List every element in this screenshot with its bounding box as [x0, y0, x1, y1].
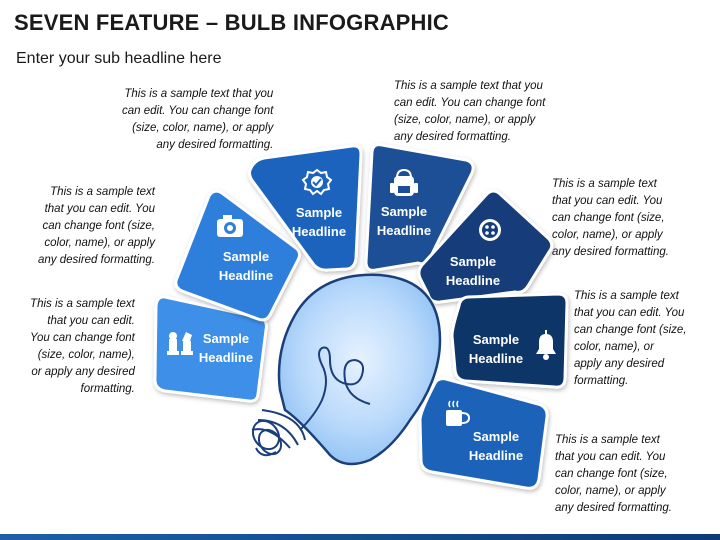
- footer-bar: [0, 534, 720, 540]
- camera-icon: [217, 215, 243, 237]
- button-icon: [479, 219, 501, 241]
- backpack-icon: [390, 168, 418, 196]
- segment-5-shape: [417, 189, 554, 304]
- chess-pieces-icon: [167, 332, 193, 355]
- bulb-glass: [277, 273, 442, 466]
- segment-6: Sample Headline: [450, 292, 569, 389]
- hot-cup-icon: [446, 400, 471, 426]
- bulb-filament: [299, 346, 371, 431]
- segment-1: Sample Headline: [153, 295, 268, 403]
- segment-4-headline-line1: Sample: [381, 204, 427, 219]
- segment-3-headline-line1: Sample: [296, 205, 342, 220]
- page-subtitle: Enter your sub headline here: [16, 50, 222, 67]
- segment-3-shape: [248, 144, 363, 272]
- segment-5-headline-line2: Headline: [446, 273, 500, 288]
- segment-2: Sample Headline: [174, 189, 302, 322]
- segment-7-headline-line2: Headline: [469, 448, 523, 463]
- segment-2-headline-line1: Sample: [223, 249, 269, 264]
- segment-3-headline-line2: Headline: [292, 224, 346, 239]
- badge-check-icon: [301, 168, 333, 196]
- segment-2-headline-line2: Headline: [219, 268, 273, 283]
- segment-5: Sample Headline: [417, 189, 554, 304]
- segment-7-headline-line1: Sample: [473, 429, 519, 444]
- segment-5-headline-line1: Sample: [450, 254, 496, 269]
- page-title: SEVEN FEATURE – BULB INFOGRAPHIC: [14, 10, 450, 35]
- segment-3: Sample Headline: [248, 144, 363, 272]
- segment-7-shape: [418, 377, 549, 490]
- segment-1-shape: [153, 295, 268, 403]
- segment-6-shape: [450, 292, 569, 389]
- light-bulb: [251, 273, 442, 466]
- segment-7: Sample Headline: [418, 377, 549, 490]
- segment-2-shape: [174, 189, 302, 322]
- bell-icon: [536, 330, 556, 360]
- segment-1-headline-line1: Sample: [203, 331, 249, 346]
- bulb-base: [251, 409, 306, 457]
- segment-6-headline-line1: Sample: [473, 332, 519, 347]
- segment-6-headline-line2: Headline: [469, 351, 523, 366]
- segment-4-headline-line2: Headline: [377, 223, 431, 238]
- segment-1-headline-line2: Headline: [199, 350, 253, 365]
